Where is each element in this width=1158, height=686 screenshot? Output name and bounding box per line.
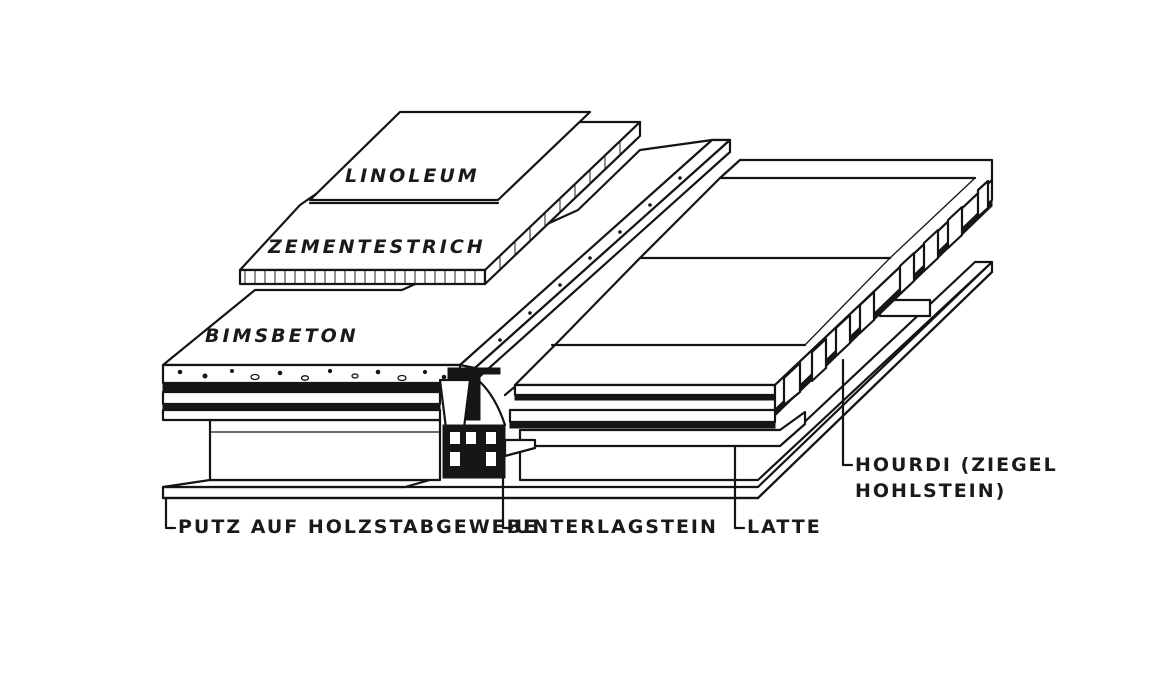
label-zementestrich: ZEMENTESTRICH	[267, 236, 486, 258]
linoleum-layer	[308, 110, 592, 205]
estrich-side-hatching	[499, 141, 621, 270]
leader-unterlagstein	[501, 448, 514, 530]
edge-dots	[498, 176, 682, 342]
hollow-brick-cells	[782, 179, 990, 407]
label-hourdi-line2: HOHLSTEIN)	[855, 480, 1006, 502]
aggregate-dots	[177, 368, 447, 382]
estrich-hatching	[244, 271, 476, 283]
label-linoleum: LINOLEUM	[345, 165, 480, 187]
bimsbeton-side	[458, 138, 732, 380]
leader-hourdi	[841, 358, 854, 467]
label-bimsbeton: BIMSBETON	[205, 325, 359, 347]
label-latte: LATTE	[747, 516, 822, 538]
label-unterlagstein: UNTERLAGSTEIN	[515, 516, 718, 538]
hourdi-slab	[508, 158, 994, 429]
label-putz: PUTZ AUF HOLZSTABGEWEBE	[178, 516, 538, 538]
leader-latte	[733, 445, 746, 530]
leader-putz	[164, 496, 177, 530]
plaster-board	[161, 260, 994, 500]
label-hourdi-line1: HOURDI (ZIEGEL	[855, 454, 1058, 476]
leader-lines	[164, 358, 854, 530]
batten-left	[208, 418, 442, 482]
